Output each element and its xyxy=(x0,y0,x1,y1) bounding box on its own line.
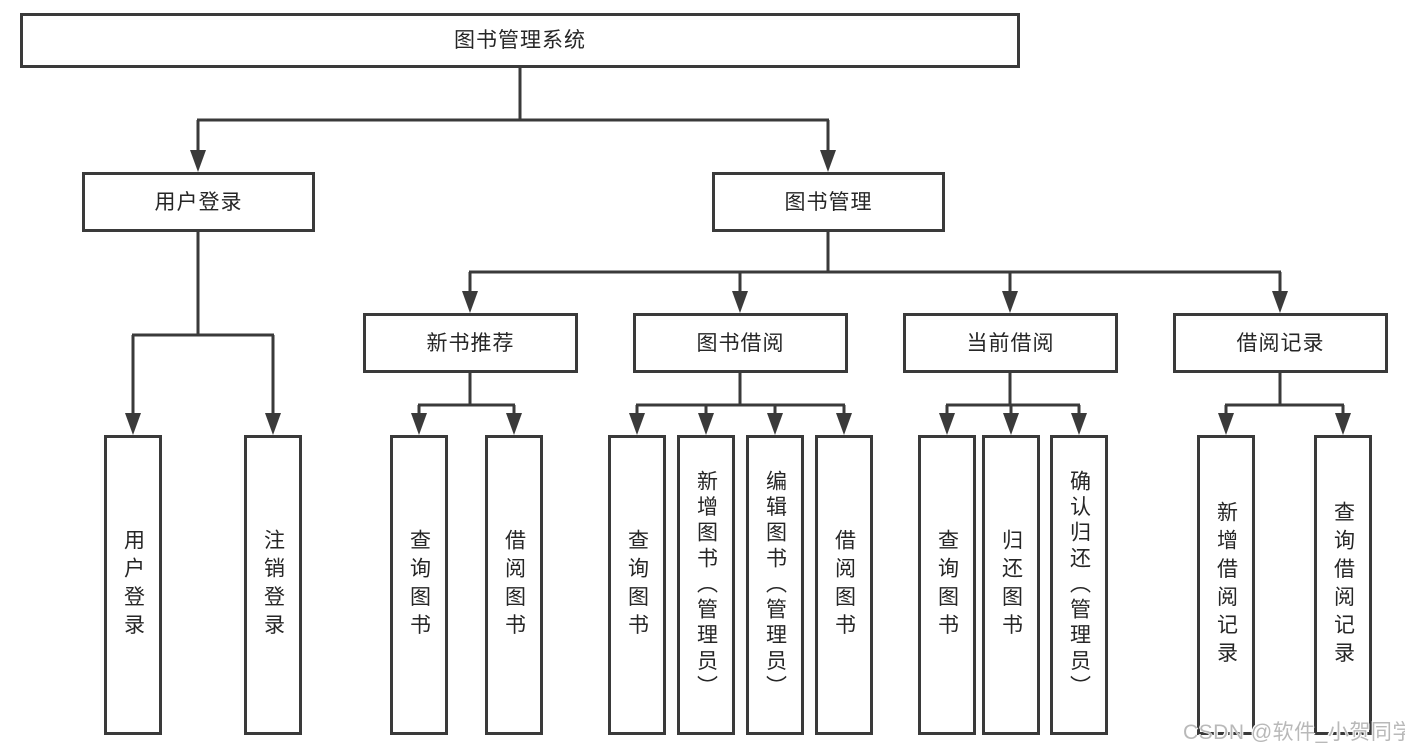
leaf-query-books-borrowing: 查询图书 xyxy=(608,435,666,735)
node-library-system: 图书管理系统 xyxy=(20,13,1020,68)
leaf-add-borrow-record: 新增借阅记录 xyxy=(1197,435,1255,735)
leaf-confirm-return-admin: 确认归还（管理员） xyxy=(1050,435,1108,735)
connector-book-mgmt-to-level3 xyxy=(462,232,1288,313)
leaf-return-books: 归还图书 xyxy=(982,435,1040,735)
leaf-edit-books-admin: 编辑图书（管理员） xyxy=(746,435,804,735)
connector-root-to-level2 xyxy=(190,68,836,172)
leaf-user-login: 用户登录 xyxy=(104,435,162,735)
leaf-logout: 注销登录 xyxy=(244,435,302,735)
connector-user-login-to-leaves xyxy=(125,232,281,435)
connector-current-borrow-to-leaves xyxy=(939,373,1087,435)
node-user-login-branch: 用户登录 xyxy=(82,172,315,232)
node-new-book-recommend: 新书推荐 xyxy=(363,313,578,373)
leaf-query-books-recommend: 查询图书 xyxy=(390,435,448,735)
leaf-query-borrow-record: 查询借阅记录 xyxy=(1314,435,1372,735)
csdn-watermark: CSDN @软件_小贺同学 xyxy=(1183,721,1405,744)
connector-borrow-records-to-leaves xyxy=(1218,373,1351,435)
leaf-add-books-admin: 新增图书（管理员） xyxy=(677,435,735,735)
leaf-query-books-current: 查询图书 xyxy=(918,435,976,735)
node-book-borrowing: 图书借阅 xyxy=(633,313,848,373)
connector-book-borrow-to-leaves xyxy=(629,373,852,435)
node-book-management-branch: 图书管理 xyxy=(712,172,945,232)
connector-new-rec-to-leaves xyxy=(411,373,522,435)
node-current-borrowing: 当前借阅 xyxy=(903,313,1118,373)
leaf-borrow-books: 借阅图书 xyxy=(815,435,873,735)
node-borrowing-records: 借阅记录 xyxy=(1173,313,1388,373)
leaf-borrow-books-recommend: 借阅图书 xyxy=(485,435,543,735)
